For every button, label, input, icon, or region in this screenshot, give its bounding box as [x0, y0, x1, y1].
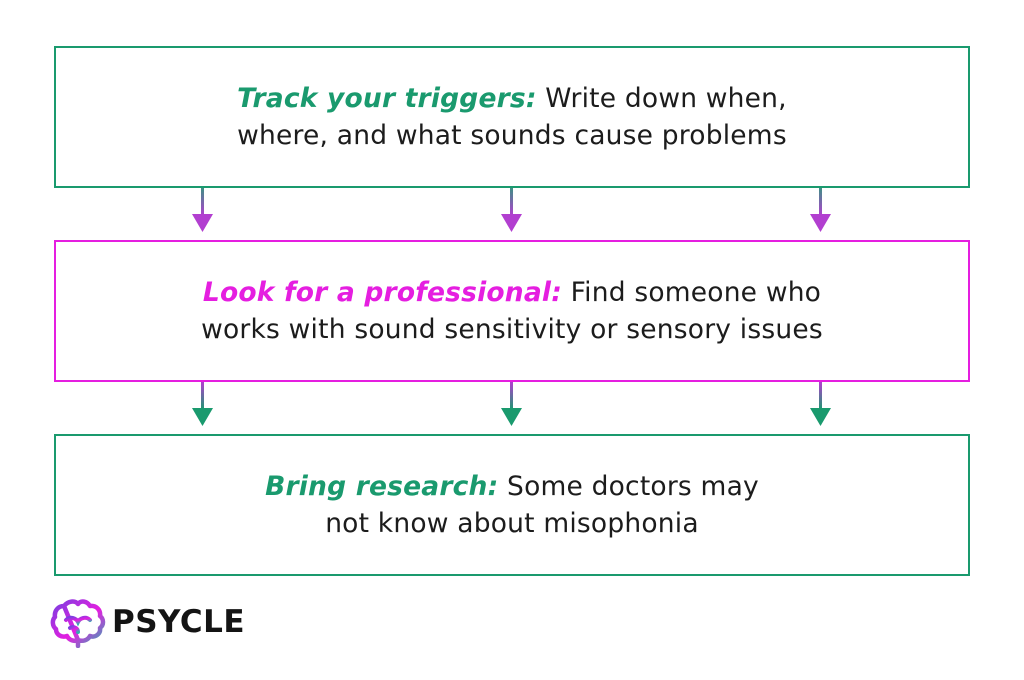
- step-line-1: Track your triggers: Write down when,: [237, 80, 787, 117]
- step-highlight: Look for a professional:: [202, 277, 562, 308]
- step-description: Write down when,: [536, 83, 787, 114]
- step-box-bring-research: Bring research: Some doctors may not kno…: [54, 434, 970, 576]
- step-box-look-for-professional: Look for a professional: Find someone wh…: [54, 240, 970, 382]
- step-box-track-triggers: Track your triggers: Write down when, wh…: [54, 46, 970, 188]
- step-text: Bring research: Some doctors may not kno…: [265, 468, 759, 542]
- step-line-1: Bring research: Some doctors may: [265, 468, 759, 505]
- step-description: Find someone who: [562, 277, 822, 308]
- arrow-down-icon: [501, 188, 522, 232]
- arrow-down-icon: [810, 382, 831, 426]
- brain-icon: [50, 599, 106, 648]
- arrow-down-icon: [810, 188, 831, 232]
- step-line-2: where, and what sounds cause problems: [237, 120, 787, 151]
- step-text: Track your triggers: Write down when, wh…: [237, 80, 787, 154]
- arrow-down-icon: [192, 188, 213, 232]
- step-highlight: Bring research:: [265, 471, 499, 502]
- step-text: Look for a professional: Find someone wh…: [201, 274, 823, 348]
- step-description: Some doctors may: [498, 471, 759, 502]
- arrow-down-icon: [501, 382, 522, 426]
- arrow-down-icon: [192, 382, 213, 426]
- brand-logo: PSYCLE: [50, 596, 245, 648]
- step-highlight: Track your triggers:: [237, 83, 537, 114]
- step-line-1: Look for a professional: Find someone wh…: [201, 274, 823, 311]
- brand-name: PSYCLE: [112, 604, 246, 640]
- step-line-2: works with sound sensitivity or sensory …: [201, 314, 823, 345]
- step-line-2: not know about misophonia: [325, 508, 699, 539]
